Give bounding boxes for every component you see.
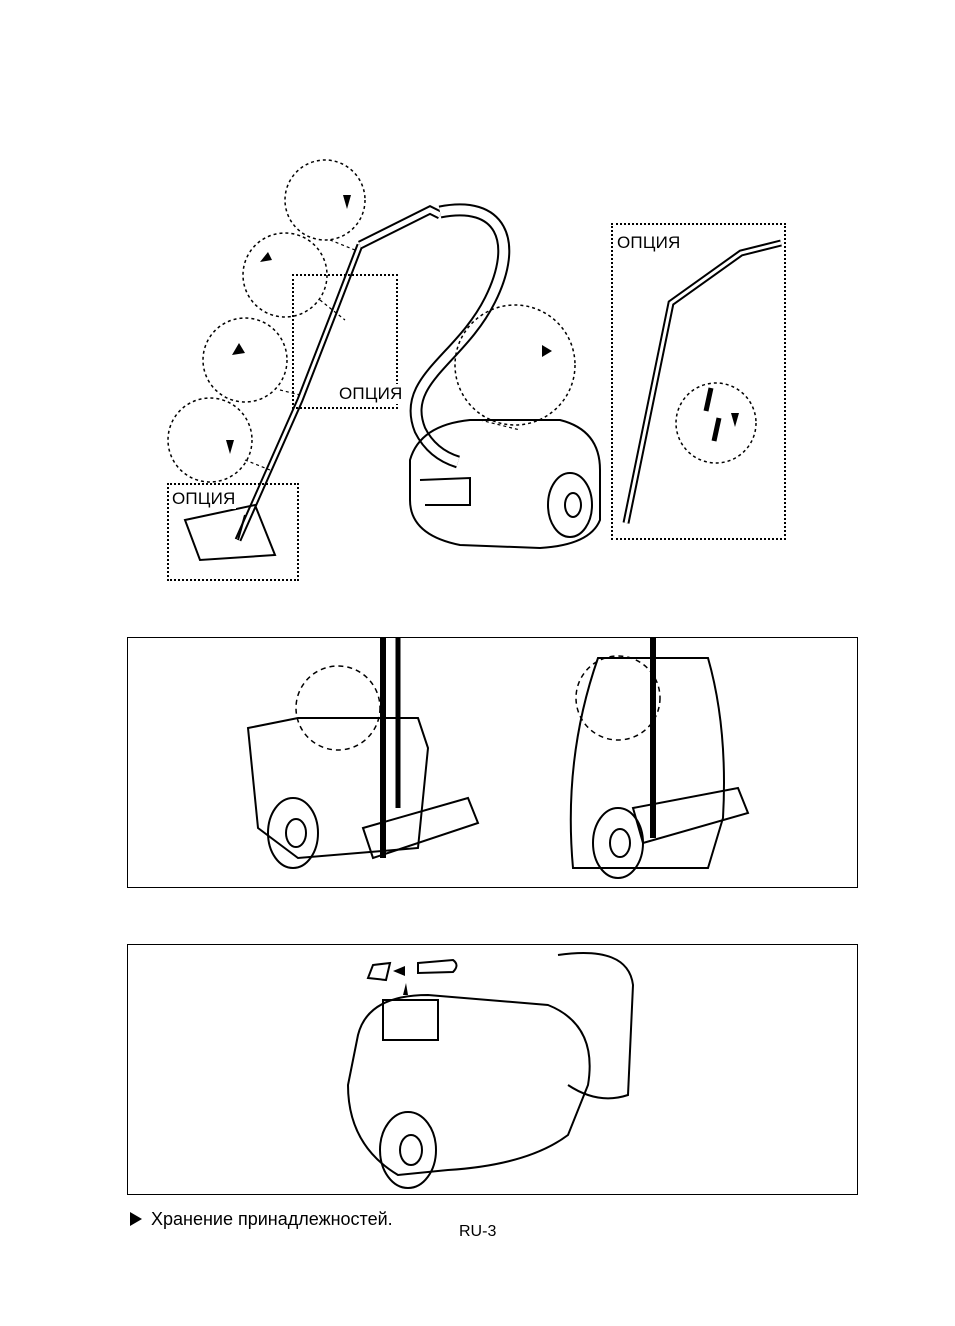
- vacuum-assembly-illustration: [0, 0, 955, 600]
- option-label-nozzle: ОПЦИЯ: [172, 489, 236, 509]
- storage-caption-text: Хранение принадлежностей.: [151, 1209, 393, 1229]
- option-label-tube: ОПЦИЯ: [339, 384, 403, 404]
- storage-caption: Хранение принадлежностей.: [130, 1209, 393, 1230]
- telescopic-tube-illustration: [611, 223, 786, 540]
- storage-figure-frame: [127, 944, 858, 1195]
- parking-horizontal-illustration: [238, 638, 538, 888]
- page-number: RU-3: [459, 1223, 496, 1241]
- accessory-storage-illustration: [128, 945, 859, 1196]
- parking-figure-frame: [127, 637, 858, 888]
- triangle-right-icon: [130, 1212, 142, 1226]
- parking-vertical-illustration: [558, 638, 818, 888]
